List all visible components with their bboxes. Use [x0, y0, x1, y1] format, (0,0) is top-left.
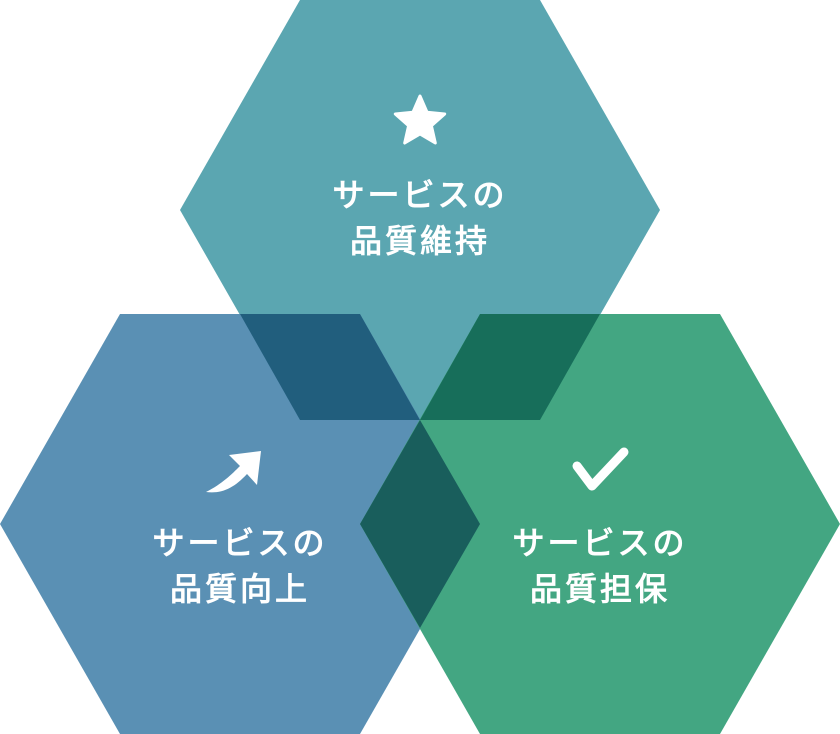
label-right-line2: 品質担保 [529, 570, 670, 608]
label-right: サービスの 品質担保 [450, 520, 750, 612]
label-left-line2: 品質向上 [169, 570, 310, 608]
arrow-up-right-icon [206, 451, 261, 493]
check-icon [572, 447, 629, 491]
label-top-line1: サービスの [332, 176, 508, 214]
label-left-line1: サービスの [152, 524, 328, 562]
overlap-top-right [420, 314, 600, 420]
overlap-top-left [240, 314, 420, 420]
label-top: サービスの 品質維持 [270, 172, 570, 264]
overlap-left-right [360, 420, 480, 628]
label-right-line1: サービスの [512, 524, 688, 562]
star-icon [393, 94, 447, 145]
label-left: サービスの 品質向上 [90, 520, 390, 612]
label-top-line2: 品質維持 [349, 222, 490, 260]
